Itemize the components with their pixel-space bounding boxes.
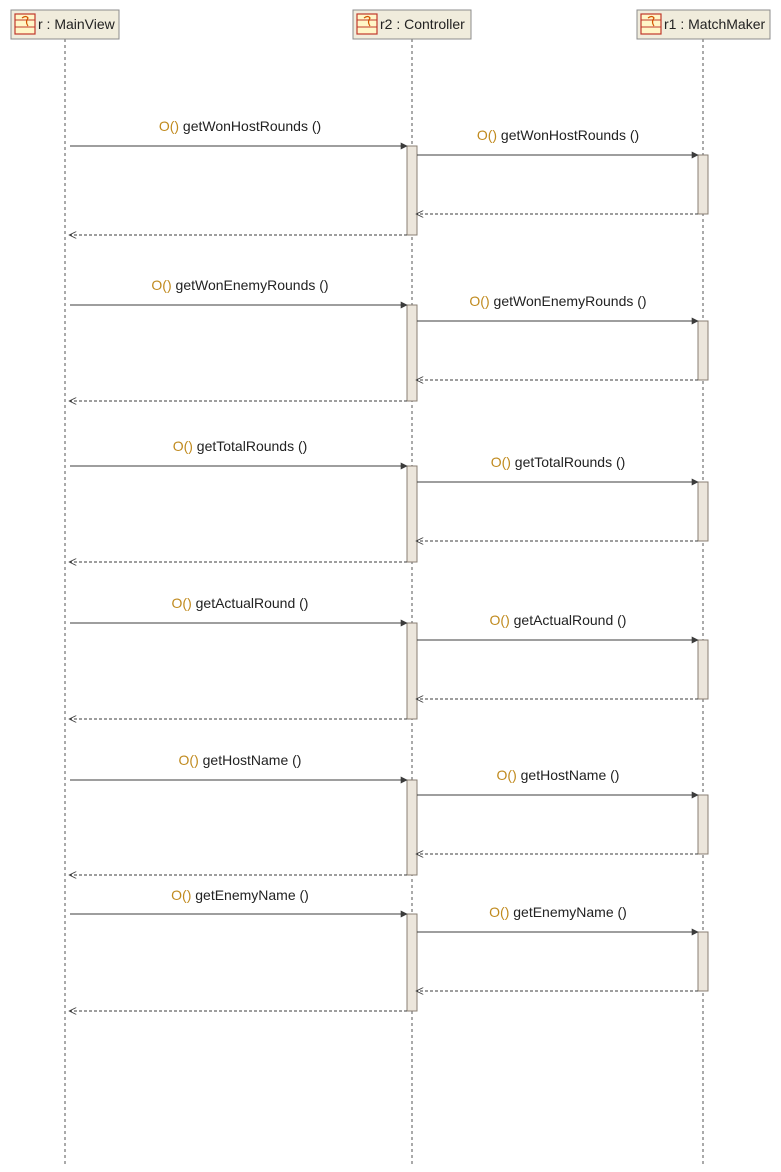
operation-name: getWonEnemyRounds () — [172, 277, 329, 293]
call-label-outer: O() getWonEnemyRounds () — [151, 277, 328, 293]
message-group: O() getTotalRounds ()O() getTotalRounds … — [70, 438, 709, 563]
message-group: O() getActualRound ()O() getActualRound … — [70, 595, 709, 720]
operation-marker-icon: O() — [497, 767, 517, 783]
operation-marker-icon: O() — [490, 612, 510, 628]
operation-name: getHostName () — [517, 767, 620, 783]
interactions: O() getWonHostRounds ()O() getWonHostRou… — [70, 118, 709, 1012]
call-label-inner: O() getEnemyName () — [489, 904, 627, 920]
class-icon — [640, 13, 662, 35]
operation-marker-icon: O() — [477, 127, 497, 143]
operation-marker-icon: O() — [159, 118, 179, 134]
activation-bar-matchmaker — [697, 931, 709, 992]
operation-name: getWonHostRounds () — [497, 127, 639, 143]
call-label-outer: O() getHostName () — [179, 752, 302, 768]
activation-bar-matchmaker — [697, 794, 709, 855]
lifeline-mainview-label: r : MainView — [38, 16, 116, 32]
message-group: O() getHostName ()O() getHostName () — [70, 752, 709, 876]
operation-name: getWonHostRounds () — [179, 118, 321, 134]
activation-bar-controller — [406, 465, 418, 563]
activation-bar-matchmaker — [697, 154, 709, 215]
lifeline-controller-label: r2 : Controller — [380, 16, 465, 32]
activation-bar-controller — [406, 779, 418, 876]
activation-bar-controller — [406, 622, 418, 720]
call-label-inner: O() getActualRound () — [490, 612, 627, 628]
message-group: O() getEnemyName ()O() getEnemyName () — [70, 887, 709, 1012]
call-label-outer: O() getEnemyName () — [171, 887, 309, 903]
call-label-inner: O() getTotalRounds () — [491, 454, 626, 470]
operation-name: getHostName () — [199, 752, 302, 768]
operation-marker-icon: O() — [469, 293, 489, 309]
operation-name: getTotalRounds () — [511, 454, 625, 470]
call-label-inner: O() getWonHostRounds () — [477, 127, 639, 143]
lifeline-matchmaker-label: r1 : MatchMaker — [664, 16, 765, 32]
class-icon — [356, 13, 378, 35]
operation-name: getActualRound () — [192, 595, 309, 611]
operation-marker-icon: O() — [179, 752, 199, 768]
call-label-inner: O() getWonEnemyRounds () — [469, 293, 646, 309]
activation-bar-controller — [406, 145, 418, 236]
operation-marker-icon: O() — [171, 887, 191, 903]
call-label-outer: O() getTotalRounds () — [173, 438, 308, 454]
message-group: O() getWonHostRounds ()O() getWonHostRou… — [70, 118, 709, 236]
operation-name: getActualRound () — [510, 612, 627, 628]
activation-bar-controller — [406, 913, 418, 1012]
operation-marker-icon: O() — [172, 595, 192, 611]
class-icon — [14, 13, 36, 35]
activation-bar-matchmaker — [697, 481, 709, 542]
operation-name: getEnemyName () — [191, 887, 308, 903]
operation-name: getEnemyName () — [509, 904, 626, 920]
call-label-outer: O() getWonHostRounds () — [159, 118, 321, 134]
call-label-inner: O() getHostName () — [497, 767, 620, 783]
operation-name: getTotalRounds () — [193, 438, 307, 454]
call-label-outer: O() getActualRound () — [172, 595, 309, 611]
activation-bar-matchmaker — [697, 639, 709, 700]
operation-marker-icon: O() — [173, 438, 193, 454]
operation-marker-icon: O() — [151, 277, 171, 293]
lifeline-mainview: r : MainView — [10, 9, 120, 1165]
message-group: O() getWonEnemyRounds ()O() getWonEnemyR… — [70, 277, 709, 402]
operation-name: getWonEnemyRounds () — [490, 293, 647, 309]
activation-bar-matchmaker — [697, 320, 709, 381]
activation-bar-controller — [406, 304, 418, 402]
operation-marker-icon: O() — [491, 454, 511, 470]
operation-marker-icon: O() — [489, 904, 509, 920]
